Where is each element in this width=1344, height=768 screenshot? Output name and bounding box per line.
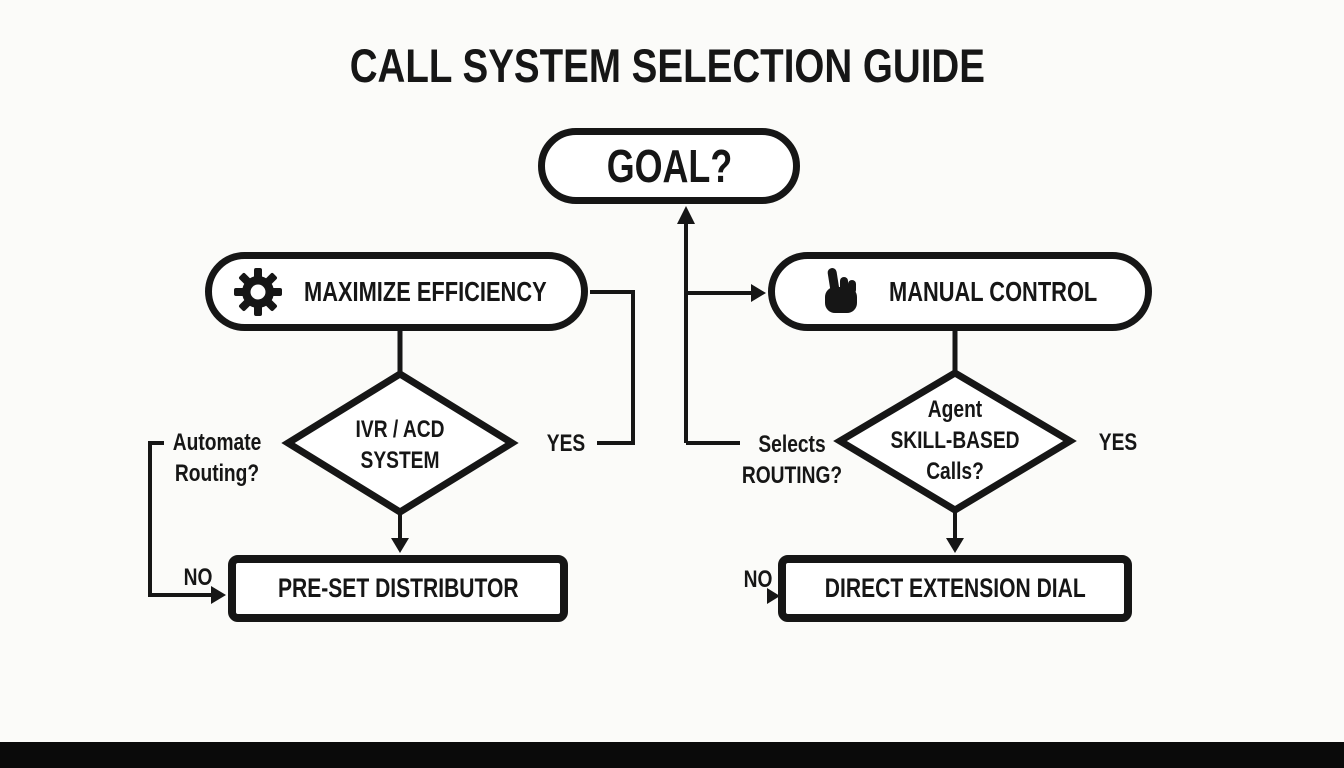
edge-label-yes-left: YES [546, 430, 586, 457]
node-ivr-acd-label: IVR / ACD SYSTEM [355, 416, 445, 474]
arrowhead-down-direct [946, 538, 964, 553]
node-manual-control: MANUAL CONTROL [768, 252, 1152, 331]
edge-no-left-path [148, 441, 212, 597]
decision-diamond-skill-based [833, 368, 1077, 515]
edge-label-automate-routing: Automate Routing? [172, 429, 262, 487]
node-maximize-efficiency-label: MAXIMIZE EFFICIENCY [304, 275, 547, 307]
arrowhead-right-preset [211, 586, 226, 604]
node-preset-distributor-label: PRE-SET DISTRIBUTOR [277, 573, 519, 603]
arrowhead-right-manual [751, 284, 766, 302]
arrowhead-up-goal [677, 206, 695, 224]
edge-label-no-left: NO [183, 564, 213, 591]
arrowhead-right-direct-no [767, 588, 780, 604]
node-goal: GOAL? [538, 128, 800, 204]
node-maximize-efficiency: MAXIMIZE EFFICIENCY [205, 252, 588, 331]
decision-diamond-ivr-acd [281, 369, 519, 517]
edge-label-yes-right: YES [1098, 429, 1138, 456]
edge-label-no-right: NO [743, 566, 773, 593]
node-skill-based-label: Agent SKILL-BASED Calls? [890, 396, 1020, 485]
node-direct-extension-dial-label: DIRECT EXTENSION DIAL [824, 573, 1086, 603]
node-goal-label: GOAL? [606, 140, 732, 192]
pointing-hand-icon [816, 265, 868, 319]
node-preset-distributor: PRE-SET DISTRIBUTOR [228, 555, 568, 622]
gear-icon [233, 266, 283, 318]
page-title: CALL SYSTEM SELECTION GUIDE [0, 38, 1334, 93]
edge-label-selects-routing: Selects ROUTING? [741, 431, 843, 489]
node-manual-control-label: MANUAL CONTROL [889, 275, 1098, 307]
edge-yes-left-loop [590, 290, 635, 445]
arrowhead-down-preset [391, 538, 409, 553]
footer-bar [0, 742, 1344, 768]
node-direct-extension-dial: DIRECT EXTENSION DIAL [778, 555, 1132, 622]
page-title-text: CALL SYSTEM SELECTION GUIDE [349, 39, 985, 92]
